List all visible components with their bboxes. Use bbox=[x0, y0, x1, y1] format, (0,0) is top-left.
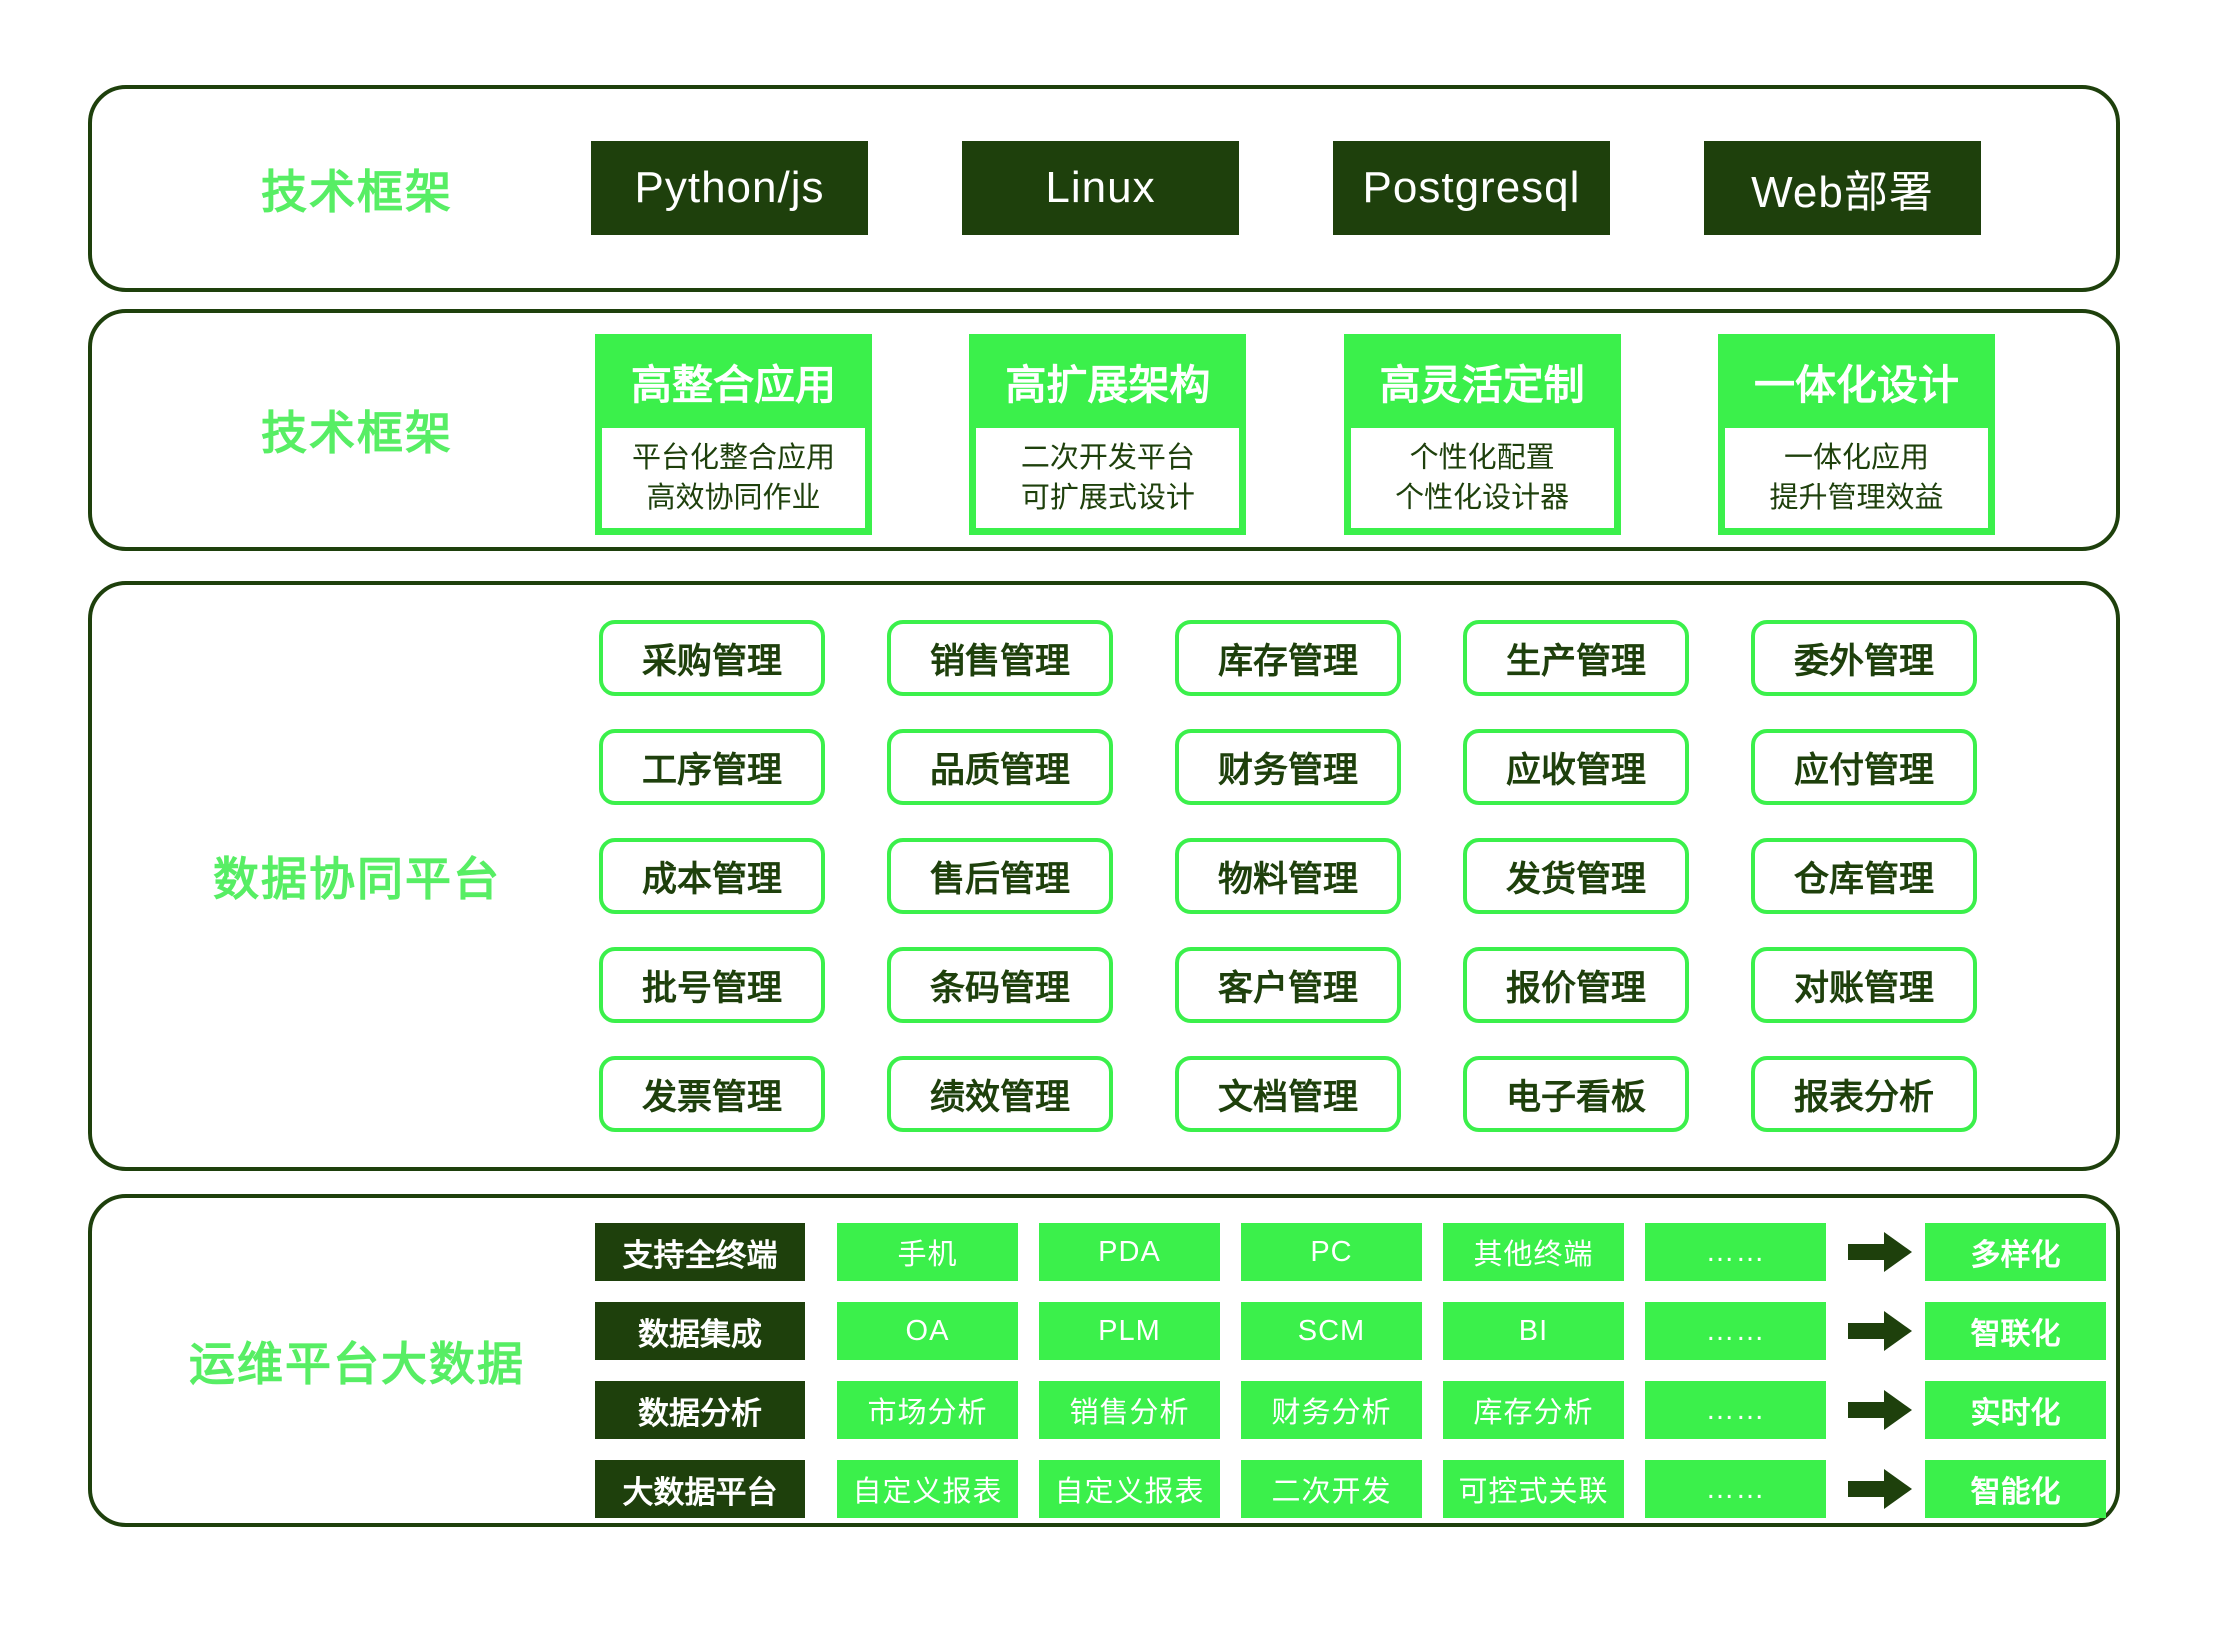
module-box: 对账管理 bbox=[1751, 947, 1977, 1023]
right-arrow-icon bbox=[1848, 1469, 1914, 1509]
module-box: 委外管理 bbox=[1751, 620, 1977, 696]
module-box: 文档管理 bbox=[1175, 1056, 1401, 1132]
ops-category-box: 数据集成 bbox=[595, 1302, 805, 1360]
feature-card-extensibility: 高扩展架构 二次开发平台 可扩展式设计 bbox=[969, 334, 1247, 535]
ops-item-box: 手机 bbox=[837, 1223, 1018, 1281]
feature-card-title: 高扩展架构 bbox=[1005, 362, 1211, 408]
section-tech-stack-label: 技术框架 bbox=[261, 165, 453, 218]
ops-item-box: 自定义报表 bbox=[837, 1460, 1018, 1518]
ops-item-box: 财务分析 bbox=[1241, 1381, 1422, 1439]
module-box: 批号管理 bbox=[599, 947, 825, 1023]
right-arrow-icon bbox=[1848, 1390, 1914, 1430]
ops-row-bigdata-platform: 大数据平台 自定义报表 自定义报表 二次开发 可控式关联 …… 智能化 bbox=[595, 1460, 2106, 1518]
feature-card-description: 个性化配置 个性化设计器 bbox=[1350, 428, 1614, 528]
module-box: 成本管理 bbox=[599, 838, 825, 914]
ops-item-box: SCM bbox=[1241, 1302, 1422, 1360]
module-box: 物料管理 bbox=[1175, 838, 1401, 914]
tech-stack-boxes: Python/js Linux Postgresql Web部署 bbox=[591, 141, 1981, 235]
ops-category-box: 支持全终端 bbox=[595, 1223, 805, 1281]
ops-item-box: 销售分析 bbox=[1039, 1381, 1220, 1439]
feature-line: 二次开发平台 bbox=[1020, 441, 1195, 474]
section-framework-label: 技术框架 bbox=[261, 407, 453, 459]
ops-item-box: PLM bbox=[1039, 1302, 1220, 1360]
module-grid: 采购管理 销售管理 库存管理 生产管理 委外管理 工序管理 品质管理 财务管理 … bbox=[599, 620, 1977, 1132]
module-box: 客户管理 bbox=[1175, 947, 1401, 1023]
ops-item-box: 二次开发 bbox=[1241, 1460, 1422, 1518]
section-tech-stack: 技术框架 Python/js Linux Postgresql Web部署 bbox=[88, 85, 2120, 292]
module-box: 报价管理 bbox=[1463, 947, 1689, 1023]
section-data-platform: 数据协同平台 采购管理 销售管理 库存管理 生产管理 委外管理 工序管理 品质管… bbox=[88, 581, 2120, 1171]
ops-item-box: 市场分析 bbox=[837, 1381, 1018, 1439]
module-box: 应付管理 bbox=[1751, 729, 1977, 805]
feature-card-title: 一体化设计 bbox=[1753, 362, 1959, 408]
feature-card-integration: 高整合应用 平台化整合应用 高效协同作业 bbox=[595, 334, 872, 535]
feature-line: 提升管理效益 bbox=[1769, 482, 1944, 514]
ops-item-box: PDA bbox=[1039, 1223, 1220, 1281]
ops-item-box: …… bbox=[1645, 1381, 1826, 1439]
feature-line: 高效协同作业 bbox=[646, 482, 821, 514]
right-arrow-icon bbox=[1848, 1311, 1914, 1351]
feature-card-flexibility: 高灵活定制 个性化配置 个性化设计器 bbox=[1343, 334, 1621, 535]
ops-row-integration: 数据集成 OA PLM SCM BI …… 智联化 bbox=[595, 1302, 2106, 1360]
ops-row-terminals: 支持全终端 手机 PDA PC 其他终端 …… 多样化 bbox=[595, 1223, 2106, 1281]
right-arrow-icon bbox=[1848, 1232, 1914, 1272]
feature-line: 一体化应用 bbox=[1783, 441, 1929, 474]
module-box: 发票管理 bbox=[599, 1056, 825, 1132]
ops-row-analysis: 数据分析 市场分析 销售分析 财务分析 库存分析 …… 实时化 bbox=[595, 1381, 2106, 1439]
tech-box-postgresql: Postgresql bbox=[1333, 141, 1610, 235]
ops-rows: 支持全终端 手机 PDA PC 其他终端 …… 多样化 数据集成 OA PLM … bbox=[595, 1223, 2106, 1518]
section-data-platform-label: 数据协同平台 bbox=[213, 853, 501, 905]
ops-item-box: PC bbox=[1241, 1223, 1422, 1281]
module-box: 绩效管理 bbox=[887, 1056, 1113, 1132]
ops-result-box: 智能化 bbox=[1925, 1460, 2106, 1518]
section-ops-bigdata: 运维平台大数据 支持全终端 手机 PDA PC 其他终端 …… 多样化 数据集成… bbox=[88, 1194, 2120, 1527]
tech-box-web-deploy: Web部署 bbox=[1704, 141, 1981, 235]
ops-item-box: 其他终端 bbox=[1443, 1223, 1624, 1281]
ops-category-box: 数据分析 bbox=[595, 1381, 805, 1439]
ops-result-box: 实时化 bbox=[1925, 1381, 2106, 1439]
feature-line: 个性化配置 bbox=[1409, 441, 1555, 474]
ops-result-box: 多样化 bbox=[1925, 1223, 2106, 1281]
ops-item-box: BI bbox=[1443, 1302, 1624, 1360]
feature-card-description: 一体化应用 提升管理效益 bbox=[1724, 428, 1988, 528]
feature-card-title: 高灵活定制 bbox=[1379, 362, 1585, 408]
module-box: 售后管理 bbox=[887, 838, 1113, 914]
feature-line: 可扩展式设计 bbox=[1020, 482, 1195, 514]
section-framework-features: 技术框架 高整合应用 平台化整合应用 高效协同作业 高扩展架构 二次开发平台 可… bbox=[88, 309, 2120, 551]
module-box: 品质管理 bbox=[887, 729, 1113, 805]
ops-item-box: 自定义报表 bbox=[1039, 1460, 1220, 1518]
tech-box-python-js: Python/js bbox=[591, 141, 868, 235]
module-box: 电子看板 bbox=[1463, 1056, 1689, 1132]
ops-item-box: …… bbox=[1645, 1302, 1826, 1360]
module-box: 条码管理 bbox=[887, 947, 1113, 1023]
module-box: 工序管理 bbox=[599, 729, 825, 805]
module-box: 报表分析 bbox=[1751, 1056, 1977, 1132]
feature-line: 平台化整合应用 bbox=[631, 441, 835, 474]
feature-line: 个性化设计器 bbox=[1395, 482, 1570, 514]
ops-item-box: 库存分析 bbox=[1443, 1381, 1624, 1439]
module-box: 库存管理 bbox=[1175, 620, 1401, 696]
feature-card-description: 平台化整合应用 高效协同作业 bbox=[602, 428, 865, 528]
ops-item-box: 可控式关联 bbox=[1443, 1460, 1624, 1518]
feature-cards: 高整合应用 平台化整合应用 高效协同作业 高扩展架构 二次开发平台 可扩展式设计… bbox=[595, 334, 1995, 535]
module-box: 发货管理 bbox=[1463, 838, 1689, 914]
ops-item-box: …… bbox=[1645, 1223, 1826, 1281]
module-box: 生产管理 bbox=[1463, 620, 1689, 696]
module-box: 仓库管理 bbox=[1751, 838, 1977, 914]
ops-category-box: 大数据平台 bbox=[595, 1460, 805, 1518]
module-box: 财务管理 bbox=[1175, 729, 1401, 805]
feature-card-description: 二次开发平台 可扩展式设计 bbox=[976, 428, 1240, 528]
ops-item-box: …… bbox=[1645, 1460, 1826, 1518]
feature-card-unified-design: 一体化设计 一体化应用 提升管理效益 bbox=[1717, 334, 1995, 535]
module-box: 采购管理 bbox=[599, 620, 825, 696]
ops-result-box: 智联化 bbox=[1925, 1302, 2106, 1360]
section-ops-bigdata-label: 运维平台大数据 bbox=[189, 1337, 525, 1390]
module-box: 应收管理 bbox=[1463, 729, 1689, 805]
feature-card-title: 高整合应用 bbox=[631, 362, 836, 408]
module-box: 销售管理 bbox=[887, 620, 1113, 696]
ops-item-box: OA bbox=[837, 1302, 1018, 1360]
tech-box-linux: Linux bbox=[962, 141, 1239, 235]
